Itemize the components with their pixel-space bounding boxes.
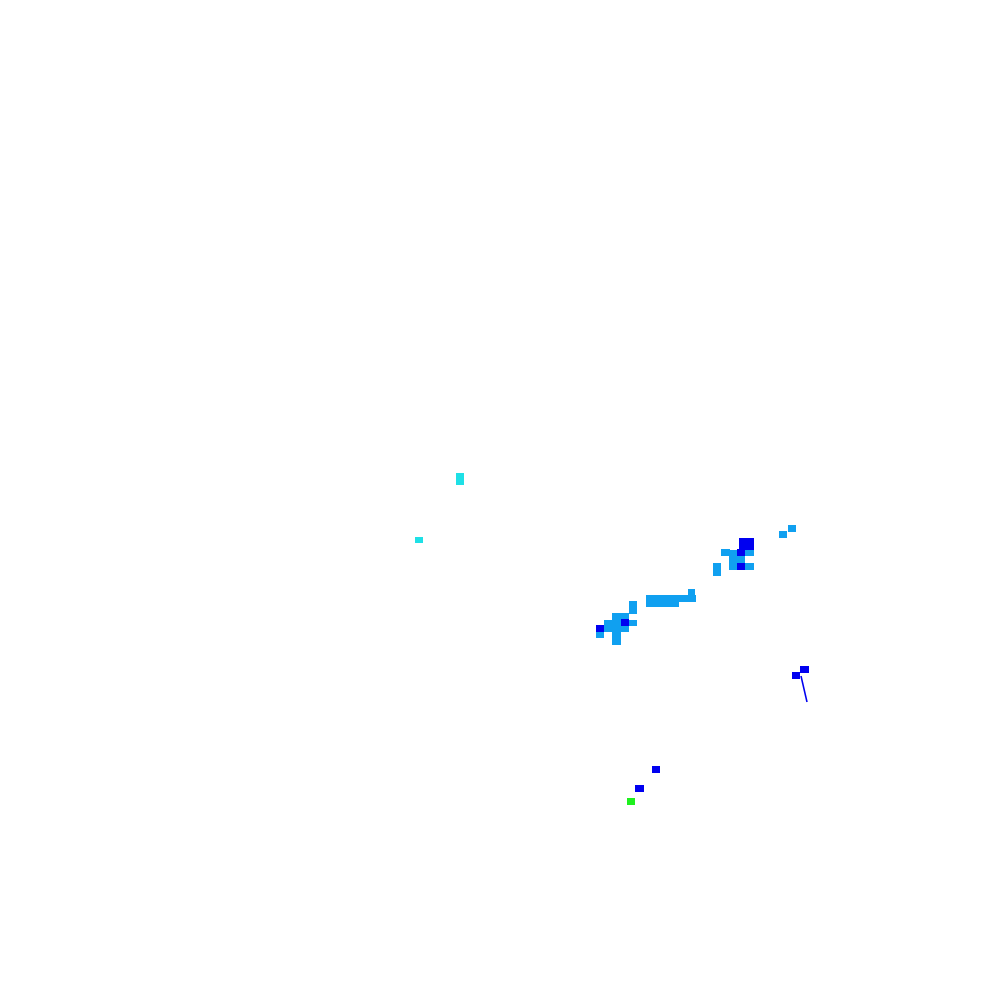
radar-cell <box>415 537 423 543</box>
radar-cell <box>629 620 637 626</box>
radar-cell <box>745 549 754 556</box>
radar-cell <box>627 798 635 805</box>
radar-cell <box>646 601 679 607</box>
radar-cell <box>635 785 644 792</box>
radar-cell <box>646 595 696 602</box>
radar-cell <box>739 538 754 550</box>
light-blue-cell-group <box>596 525 796 645</box>
radar-cell <box>779 531 787 538</box>
storm-track-line <box>800 675 808 703</box>
radar-cell <box>745 563 754 570</box>
radar-cell <box>792 672 800 679</box>
radar-cell <box>713 563 721 576</box>
radar-cell <box>800 666 809 673</box>
radar-cell <box>596 631 604 638</box>
radar-cell <box>737 549 745 556</box>
radar-cell <box>596 625 604 632</box>
radar-cell <box>652 766 660 773</box>
radar-cell <box>612 613 629 620</box>
radar-cell <box>612 632 621 645</box>
radar-cell <box>737 563 745 570</box>
blue-cell-group <box>596 538 809 792</box>
radar-cell <box>788 525 796 532</box>
radar-cell <box>729 563 738 570</box>
radar-cell <box>456 473 464 485</box>
radar-cell <box>721 549 730 556</box>
radar-cell <box>629 601 637 614</box>
cyan-cell-group <box>415 473 464 543</box>
green-cell-group <box>627 798 635 805</box>
radar-cell <box>621 619 629 626</box>
